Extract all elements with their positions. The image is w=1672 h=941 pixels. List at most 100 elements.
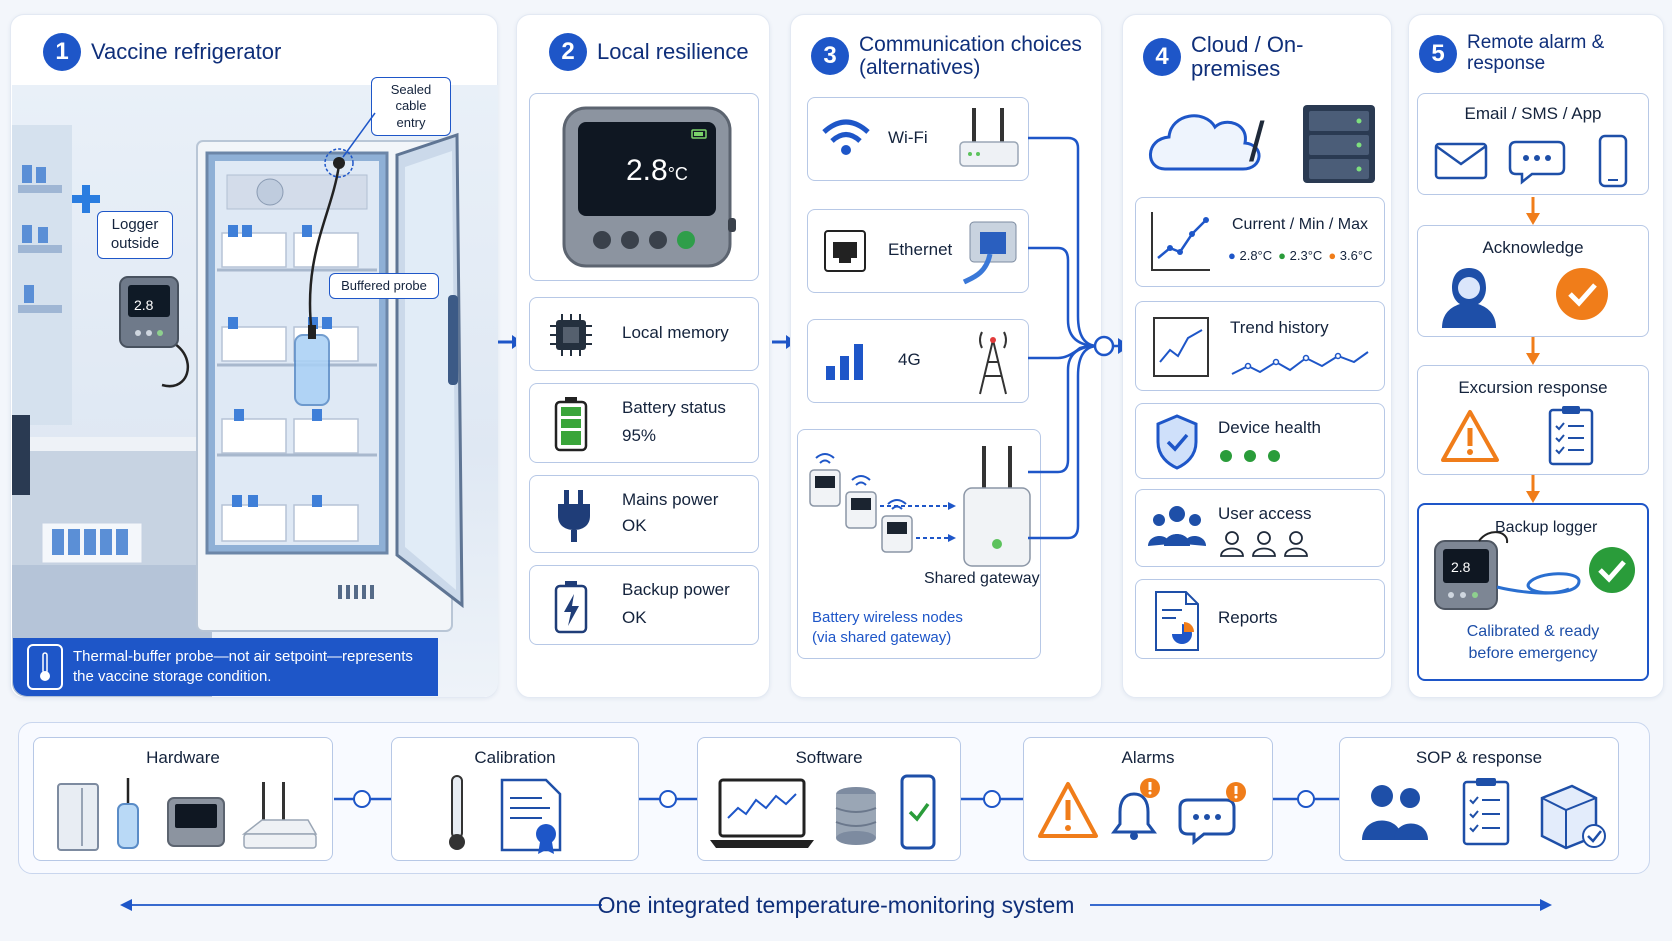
network-connector-lines bbox=[1028, 136, 1130, 540]
email-icon bbox=[1434, 142, 1488, 180]
calibrated-label: Calibrated & ready before emergency bbox=[1466, 623, 1600, 662]
footer-arrow-line bbox=[120, 899, 1552, 911]
panel-title: Local resilience bbox=[597, 38, 749, 64]
alarms-card: Alarms bbox=[1023, 737, 1273, 861]
wireless-nodes-label: Battery wireless nodes (via shared gatew… bbox=[812, 609, 963, 647]
panel-title: Remote alarm & response bbox=[1467, 32, 1605, 74]
cloud-icon bbox=[1149, 114, 1261, 171]
check-green-icon bbox=[1589, 547, 1635, 593]
hardware-card: Hardware bbox=[33, 737, 333, 861]
channels-label: Email / SMS / App bbox=[1464, 104, 1602, 123]
local-memory-label: Local memory bbox=[622, 323, 729, 342]
laptop-icon bbox=[710, 778, 814, 848]
ethernet-label: Ethernet bbox=[888, 240, 953, 259]
flow-down-arrow bbox=[1526, 475, 1540, 503]
mains-power-value: OK bbox=[622, 516, 647, 535]
fridge-illustration bbox=[12, 125, 464, 697]
data-logger-device bbox=[562, 106, 736, 268]
acknowledge-label: Acknowledge bbox=[1482, 238, 1584, 257]
report-document-icon bbox=[1155, 591, 1199, 651]
gateway-card: Shared gateway Battery wireless nodes (v… bbox=[797, 429, 1041, 659]
current-temp: ● 2.8°C bbox=[1228, 248, 1273, 263]
step-number: 1 bbox=[43, 33, 81, 71]
notification-channels-card: Email / SMS / App bbox=[1417, 93, 1649, 195]
alarm-icons bbox=[1038, 778, 1246, 846]
max-temp: ● 3.6°C bbox=[1328, 248, 1373, 263]
software-card: Software bbox=[697, 737, 961, 861]
sms-icon bbox=[1508, 140, 1566, 185]
hardware-icons bbox=[57, 778, 318, 851]
battery-icon bbox=[554, 397, 588, 452]
thermometer-icon bbox=[27, 644, 63, 690]
footer-title: One integrated temperature-monitoring sy… bbox=[597, 892, 1075, 918]
cellular-card: 4G bbox=[807, 319, 1029, 403]
router-icon bbox=[959, 108, 1019, 167]
wifi-label: Wi-Fi bbox=[888, 128, 928, 147]
probe-note: Thermal-buffer probe—not air setpoint—re… bbox=[13, 638, 438, 696]
trend-sparkline bbox=[1231, 351, 1369, 375]
panel-local-resilience: 2 Local resilience 2.8°C Local memory Ba… bbox=[516, 14, 770, 698]
cloud-slash: / bbox=[1249, 110, 1265, 173]
plug-icon bbox=[558, 490, 590, 542]
line-chart-icon bbox=[1151, 212, 1210, 271]
backup-logger-card: Backup logger 2.8 Calibrated & ready bef… bbox=[1417, 503, 1649, 681]
local-memory-card: Local memory bbox=[529, 297, 759, 371]
backup-power-label: Backup power bbox=[622, 580, 730, 599]
logger-reading: 2.8 bbox=[134, 297, 154, 313]
logger-device-card: 2.8°C bbox=[529, 93, 759, 281]
calibration-card: Calibration bbox=[391, 737, 639, 861]
channel-icons bbox=[1434, 134, 1628, 188]
sealed-cable-entry-label: Sealed cable entry bbox=[371, 77, 451, 136]
sealed-cable-leader bbox=[342, 112, 376, 158]
sop-response-card: SOP & response bbox=[1339, 737, 1619, 861]
trend-history-card: Trend history bbox=[1135, 301, 1385, 391]
step-number: 5 bbox=[1419, 34, 1457, 73]
trend-chart-icon bbox=[1153, 317, 1209, 377]
fridge-icon bbox=[57, 783, 99, 851]
battery-status-value: 95% bbox=[622, 426, 657, 445]
current-min-max-label: Current / Min / Max bbox=[1232, 216, 1369, 233]
reports-label: Reports bbox=[1218, 608, 1278, 627]
battery-status-label: Battery status bbox=[622, 398, 726, 417]
device-health-card: Device health bbox=[1135, 403, 1385, 479]
trend-history-label: Trend history bbox=[1230, 318, 1329, 337]
certificate-icon bbox=[500, 778, 562, 854]
backup-logger-label: Backup logger bbox=[1495, 519, 1598, 536]
shield-icon bbox=[1156, 414, 1198, 470]
hardware-label: Hardware bbox=[146, 748, 220, 767]
backup-power-value: OK bbox=[622, 608, 647, 627]
cellular-label: 4G bbox=[898, 350, 921, 369]
alarms-label: Alarms bbox=[1121, 748, 1175, 767]
acknowledge-card: Acknowledge bbox=[1417, 225, 1649, 337]
strip-connectors bbox=[334, 790, 1339, 808]
team-icon bbox=[1362, 785, 1428, 840]
sop-icons bbox=[1362, 778, 1606, 850]
panel-title: Cloud / On-premises bbox=[1191, 32, 1304, 82]
excursion-label: Excursion response bbox=[1458, 378, 1608, 397]
mains-power-label: Mains power bbox=[622, 490, 719, 509]
probe-icon bbox=[117, 778, 139, 849]
health-status-dots bbox=[1220, 450, 1280, 462]
wifi-icon bbox=[822, 119, 870, 155]
software-label: Software bbox=[795, 748, 863, 767]
phone-icon bbox=[1598, 134, 1628, 188]
software-icons bbox=[710, 774, 936, 850]
user-avatars bbox=[1220, 531, 1308, 557]
logger-outside-label: Logger outside bbox=[97, 211, 173, 259]
panel-vaccine-refrigerator: 1 Vaccine refrigerator bbox=[10, 14, 498, 698]
device-health-label: Device health bbox=[1218, 418, 1322, 437]
gateway-icon bbox=[241, 782, 318, 849]
users-icon bbox=[1148, 506, 1206, 546]
ethernet-port-icon bbox=[824, 230, 866, 272]
reports-card: Reports bbox=[1135, 579, 1385, 659]
excursion-response-card: Excursion response bbox=[1417, 365, 1649, 475]
database-icon bbox=[835, 787, 877, 845]
bell-alert-icon bbox=[1111, 778, 1160, 840]
temp-readings: ● 2.8°C ● 2.3°C ● 3.6°C bbox=[1228, 248, 1372, 263]
integration-strip: Hardware Calibration Software Alarms bbox=[18, 722, 1650, 874]
check-orange-icon bbox=[1556, 268, 1608, 320]
backup-power-card: Backup power OK bbox=[529, 565, 759, 645]
checklist-icon bbox=[1548, 406, 1594, 466]
step-number: 4 bbox=[1143, 38, 1181, 77]
panel-title: Communication choices (alternatives) bbox=[859, 33, 1082, 80]
